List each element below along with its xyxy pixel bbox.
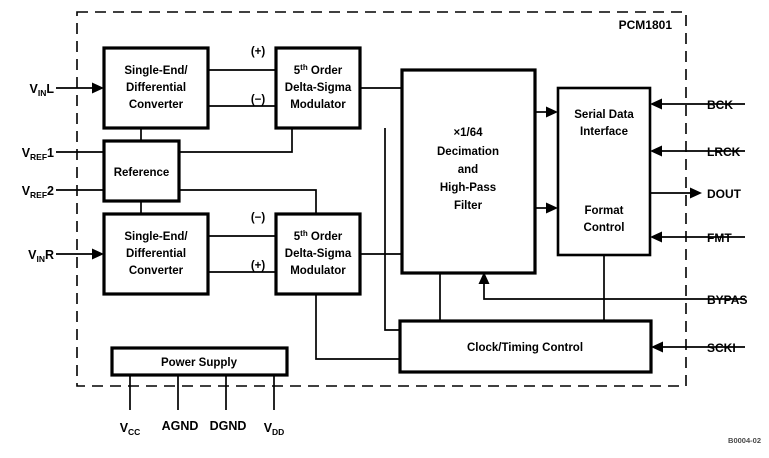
serial-interface-line1: Serial Data [574, 109, 634, 121]
converter-left-line1: Single-End/ [124, 65, 188, 77]
block-reference [102, 139, 181, 203]
power-supply-label: Power Supply [161, 357, 238, 369]
pin-label-dout: DOUT [707, 187, 742, 201]
pin-label-agnd: AGND [162, 419, 199, 433]
clock-control-label: Clock/Timing Control [467, 342, 583, 354]
decimation-line5: Filter [454, 200, 483, 212]
decimation-line2: Decimation [437, 146, 499, 158]
modulator-top-line1: 5th Order [294, 63, 343, 77]
block-clock-timing-control [398, 319, 653, 374]
sign-top-minus: (−) [251, 94, 266, 106]
arrow-bck [650, 98, 662, 110]
arrow-scki [651, 341, 663, 353]
wire-ref-to-mod-bottom [179, 189, 317, 214]
wire-clock-to-modbot [315, 291, 400, 360]
modulator-top-line3: Modulator [290, 99, 346, 111]
pin-label-dgnd: DGND [210, 419, 247, 433]
block-serial-data-interface [556, 86, 652, 257]
chip-title: PCM1801 [619, 18, 673, 32]
format-control-line1: Format [585, 205, 624, 217]
converter-right-line1: Single-End/ [124, 231, 188, 243]
sign-bottom-minus: (−) [251, 212, 266, 224]
converter-left-line3: Converter [129, 99, 184, 111]
decimation-line1: ×1/64 [453, 127, 483, 139]
block-converter-right [102, 212, 210, 296]
pin-label-vref2: VREF2 [22, 184, 54, 200]
decimation-line4: High-Pass [440, 182, 496, 194]
converter-right-line2: Differential [126, 248, 186, 260]
block-modulator-bottom [274, 212, 362, 296]
figure-id: B0004-02 [728, 436, 761, 445]
pin-label-lrck: LRCK [707, 145, 741, 159]
pin-label-bypas: BYPAS [707, 293, 747, 307]
block-converter-left [102, 46, 210, 130]
wire-ref-to-mod-top [179, 128, 293, 153]
pin-label-bck: BCK [707, 98, 733, 112]
sign-bottom-plus: (+) [251, 260, 266, 272]
chip-boundary [76, 11, 687, 387]
pin-label-vinl: VINL [30, 82, 55, 98]
wire-bypass-to-decim [483, 282, 745, 300]
arrow-fmt [650, 231, 662, 243]
wire-clock-to-modtop [384, 128, 400, 331]
modulator-bottom-line2: Delta-Sigma [285, 248, 352, 260]
pin-label-vdd: VDD [264, 421, 285, 437]
pin-label-vref1: VREF1 [22, 146, 54, 162]
sign-top-plus: (+) [251, 46, 266, 58]
serial-interface-line2: Interface [580, 126, 628, 138]
modulator-bottom-line1: 5th Order [294, 229, 343, 243]
converter-right-line3: Converter [129, 265, 184, 277]
format-control-line2: Control [584, 222, 625, 234]
pin-label-fmt: FMT [707, 231, 732, 245]
pin-label-vinr: VINR [28, 248, 54, 264]
arrow-lrck [650, 145, 662, 157]
modulator-top-line2: Delta-Sigma [285, 82, 352, 94]
arrow-bypass [478, 272, 490, 284]
pin-label-vcc: VCC [120, 421, 141, 437]
modulator-bottom-line3: Modulator [290, 265, 346, 277]
arrow-vinr [92, 248, 104, 260]
block-modulator-top [274, 46, 362, 130]
reference-label: Reference [114, 167, 170, 179]
block-power-supply [110, 346, 289, 377]
block-decimation-filter [400, 68, 537, 275]
arrow-vinl [92, 82, 104, 94]
arrow-decim-sdi-upper [546, 106, 558, 118]
pin-label-scki: SCKI [707, 341, 736, 355]
arrow-dout [690, 187, 702, 199]
converter-left-line2: Differential [126, 82, 186, 94]
decimation-line3: and [458, 164, 478, 176]
arrow-decim-sdi-lower [546, 202, 558, 214]
